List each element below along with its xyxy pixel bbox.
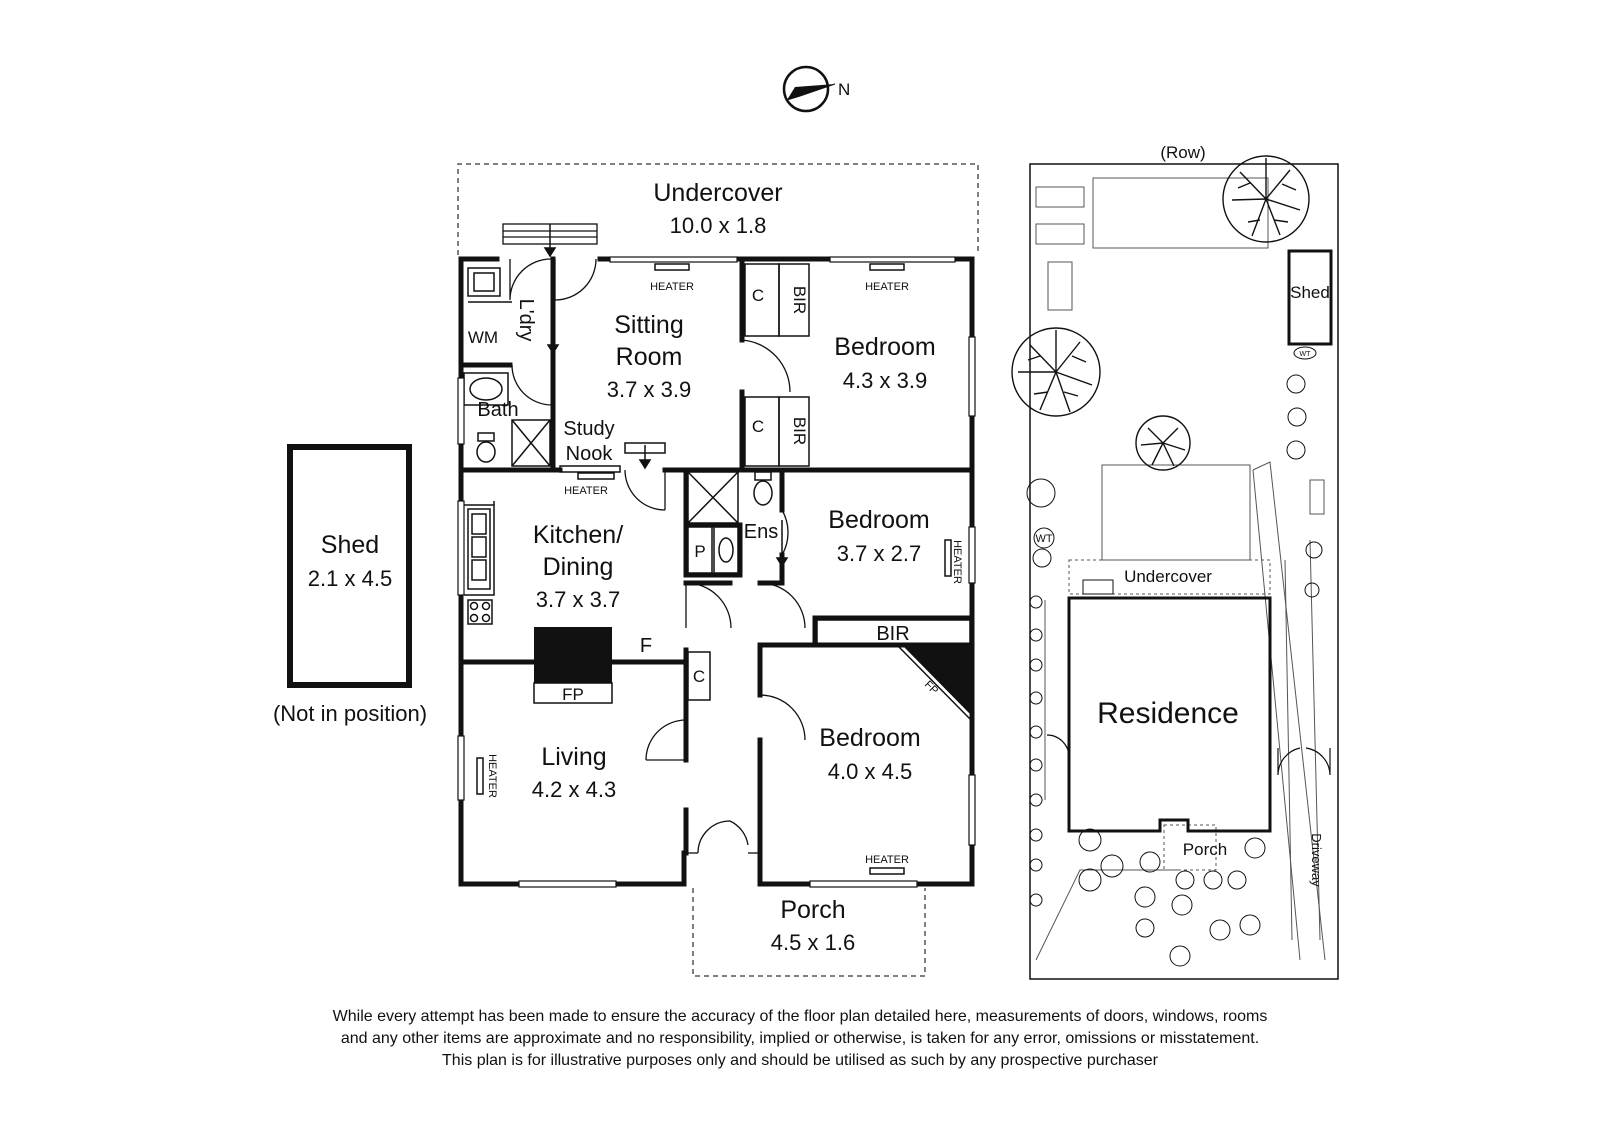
- compass: N: [782, 65, 850, 113]
- bedroom3-label: Bedroom: [819, 724, 920, 752]
- room-labels: Sitting Room 3.7 x 3.9 Bedroom 4.3 x 3.9…: [468, 281, 963, 866]
- disclaimer-line-2: and any other items are approximate and …: [340, 1030, 1260, 1047]
- compass-north-label: N: [838, 80, 850, 99]
- bir-bedroom2-label: BIR: [876, 623, 909, 645]
- fridge-label: F: [640, 635, 652, 657]
- shed-dims: 2.1 x 4.5: [308, 566, 392, 591]
- undercover-dims: 10.0 x 1.8: [670, 213, 767, 238]
- windows: [457, 256, 976, 888]
- bedroom1-label: Bedroom: [834, 333, 935, 361]
- heater-label-bedroom3: HEATER: [865, 854, 909, 866]
- site-plan: (Row) Shed WT WT Undercover: [1011, 143, 1339, 980]
- site-driveway-label: Driveway: [1309, 833, 1324, 887]
- ensuite-label: Ens: [744, 521, 778, 543]
- bath-label: Bath: [477, 399, 518, 421]
- porch-label: Porch: [780, 896, 845, 924]
- bedroom2-label: Bedroom: [828, 506, 929, 534]
- heater-label-living: HEATER: [486, 754, 498, 798]
- step-arrows: [543, 224, 789, 568]
- shed-label: Shed: [321, 531, 379, 559]
- living-label: Living: [541, 743, 606, 771]
- site-row-label: (Row): [1160, 143, 1205, 162]
- heater-label-bedroom2: HEATER: [951, 540, 963, 584]
- shed: Shed 2.1 x 4.5 (Not in position): [273, 444, 427, 726]
- site-residence-label: Residence: [1097, 697, 1239, 730]
- fittings: [463, 263, 971, 875]
- shed-note: (Not in position): [273, 701, 427, 726]
- heater-label-bedroom1: HEATER: [865, 281, 909, 293]
- closet-label-hall: C: [693, 667, 705, 686]
- site-undercover-label: Undercover: [1124, 567, 1212, 586]
- fireplaces: [533, 627, 971, 720]
- closet-label-2: C: [752, 417, 764, 436]
- bir-label-2: BIR: [790, 417, 809, 445]
- fireplace-label-bedroom: FP: [922, 679, 940, 697]
- bedroom2-dims: 3.7 x 2.7: [837, 541, 921, 566]
- sitting-label-line1: Sitting: [614, 311, 683, 339]
- fireplace-label-living: FP: [562, 685, 584, 704]
- study-nook-line1: Study: [563, 418, 614, 440]
- undercover-area: Undercover 10.0 x 1.8: [457, 163, 979, 255]
- sitting-label-line2: Room: [616, 343, 683, 371]
- pantry-label: P: [694, 542, 705, 561]
- site-porch-label: Porch: [1183, 840, 1227, 859]
- house-walls: [458, 256, 975, 887]
- laundry-label: L'dry: [515, 299, 537, 342]
- sitting-dims: 3.7 x 3.9: [607, 377, 691, 402]
- heater-label-kitchen: HEATER: [564, 485, 608, 497]
- study-nook-line2: Nook: [566, 443, 614, 465]
- kitchen-label-line2: Dining: [543, 553, 614, 581]
- wm-label: WM: [468, 328, 498, 347]
- disclaimer: While every attempt has been made to ens…: [220, 1006, 1380, 1072]
- living-dims: 4.2 x 4.3: [532, 777, 616, 802]
- bedroom1-dims: 4.3 x 3.9: [843, 368, 927, 393]
- porch-dims: 4.5 x 1.6: [771, 930, 855, 955]
- site-shed-label: Shed: [1290, 283, 1330, 302]
- closet-label-1: C: [752, 286, 764, 305]
- porch-area: Porch 4.5 x 1.6: [692, 888, 926, 977]
- heater-label-sitting: HEATER: [650, 281, 694, 293]
- bedroom3-dims: 4.0 x 4.5: [828, 759, 912, 784]
- kitchen-label-line1: Kitchen/: [533, 521, 623, 549]
- site-wt-label-2: WT: [1035, 533, 1052, 545]
- disclaimer-line-1: While every attempt has been made to ens…: [332, 1008, 1268, 1025]
- bir-label-1: BIR: [790, 286, 809, 314]
- kitchen-dims: 3.7 x 3.7: [536, 587, 620, 612]
- site-wt-label-1: WT: [1300, 351, 1312, 358]
- undercover-label: Undercover: [653, 179, 782, 207]
- doors: [502, 223, 806, 854]
- disclaimer-line-3: This plan is for illustrative purposes o…: [442, 1052, 1158, 1069]
